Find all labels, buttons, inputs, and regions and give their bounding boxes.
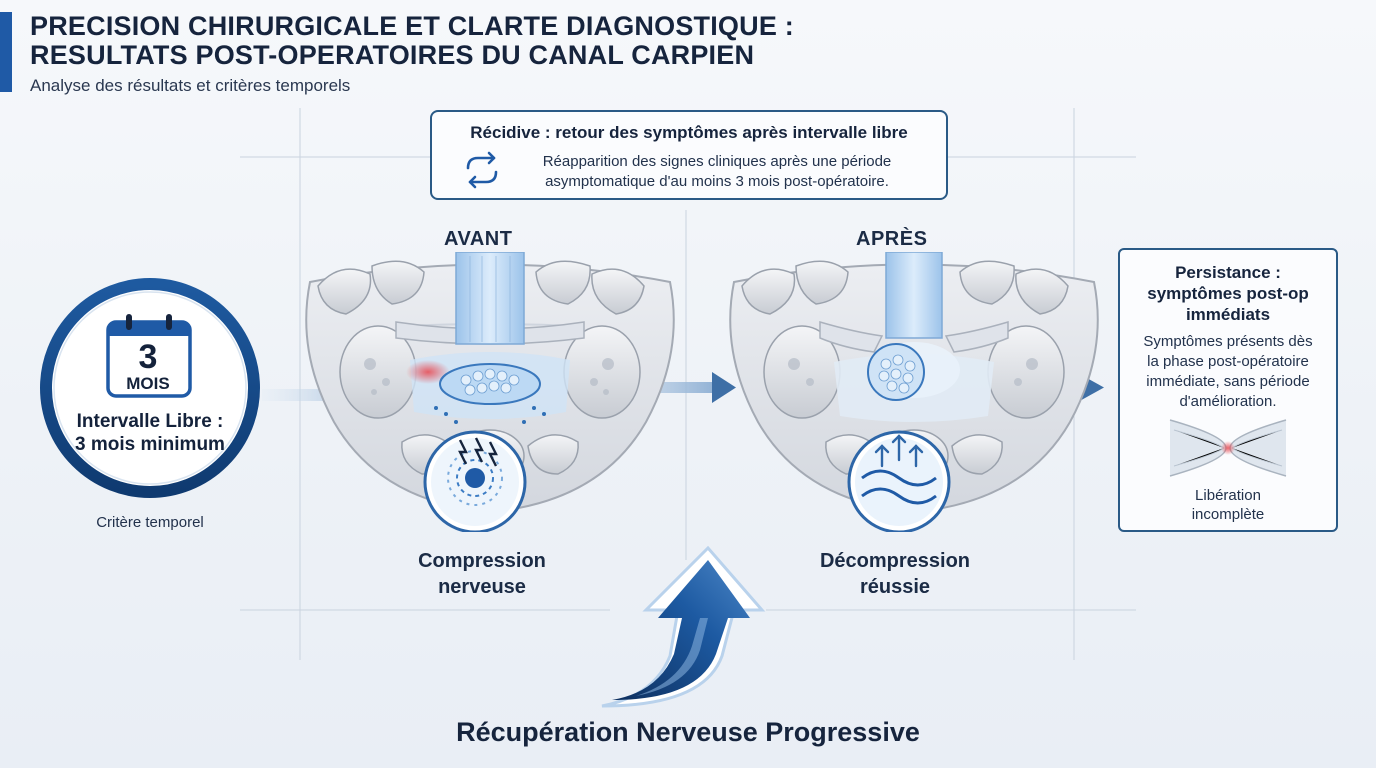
interval-label-line-2: 3 mois minimum <box>75 434 225 455</box>
before-caption: Compression nerveuse <box>392 548 572 600</box>
after-label: APRÈS <box>856 228 928 250</box>
persistence-title: Persistance : symptômes post-op immédiat… <box>1128 262 1328 325</box>
recidive-callout: Récidive : retour des symptômes après in… <box>430 110 948 200</box>
persistence-description-line-1: Symptômes présents dès <box>1143 333 1313 350</box>
persistence-title-line-3: immédiats <box>1185 305 1271 324</box>
page-title-line-2: RESULTATS POST-OPERATOIRES DU CANAL CARP… <box>30 40 755 70</box>
title-accent-bar <box>0 12 12 92</box>
incomplete-release-icon <box>1169 419 1287 477</box>
recovery-arrow <box>601 546 766 708</box>
persistence-panel: Persistance : symptômes post-op immédiat… <box>1118 248 1338 532</box>
recidive-description: Réapparition des signes cliniques après … <box>512 152 922 192</box>
carpal-tunnel-after-illustration <box>729 252 1099 532</box>
persistence-description-line-3: immédiate, sans période <box>1146 373 1310 390</box>
page-title-line-1: PRECISION CHIRURGICALE ET CLARTE DIAGNOS… <box>30 11 794 41</box>
persistence-description-line-2: la phase post-opératoire <box>1147 353 1309 370</box>
nerve-signal-icon <box>447 437 503 506</box>
persistence-title-line-1: Persistance : <box>1175 263 1281 282</box>
persistence-description: Symptômes présents dès la phase post-opé… <box>1128 332 1328 412</box>
after-caption-line-2: réussie <box>859 576 931 598</box>
interval-number: 3 <box>138 338 158 376</box>
page-title: PRECISION CHIRURGICALE ET CLARTE DIAGNOS… <box>30 12 794 70</box>
after-caption-line-1: Décompression <box>819 550 971 572</box>
recidive-description-line-1: Réapparition des signes cliniques après … <box>542 153 892 170</box>
interval-label: Intervalle Libre : 3 mois minimum <box>50 410 250 456</box>
after-caption: Décompression réussie <box>795 548 995 600</box>
persistence-title-line-2: symptômes post-op <box>1147 284 1309 303</box>
flow-up-icon <box>861 434 937 505</box>
temporal-criterion: Critère temporel <box>96 514 204 531</box>
persistence-caption-line-1: Libération <box>1195 487 1261 504</box>
persistence-caption: Libération incomplète <box>1128 486 1328 524</box>
before-caption-line-1: Compression <box>418 550 546 572</box>
before-label: AVANT <box>444 228 513 250</box>
before-caption-line-2: nerveuse <box>438 576 526 598</box>
page-subtitle: Analyse des résultats et critères tempor… <box>30 76 351 95</box>
recidive-description-line-2: asymptomatique d'au moins 3 mois post-op… <box>545 173 889 190</box>
recovery-label: Récupération Nerveuse Progressive <box>456 717 920 747</box>
persistence-caption-line-2: incomplète <box>1191 506 1265 523</box>
carpal-tunnel-before-illustration <box>305 252 675 532</box>
interval-unit: MOIS <box>126 374 170 393</box>
persistence-description-line-4: d'amélioration. <box>1179 393 1277 410</box>
repeat-arrows-icon <box>466 151 498 189</box>
interval-label-line-1: Intervalle Libre : <box>76 411 224 432</box>
recidive-title: Récidive : retour des symptômes après in… <box>470 123 908 142</box>
calendar-icon <box>106 314 192 398</box>
